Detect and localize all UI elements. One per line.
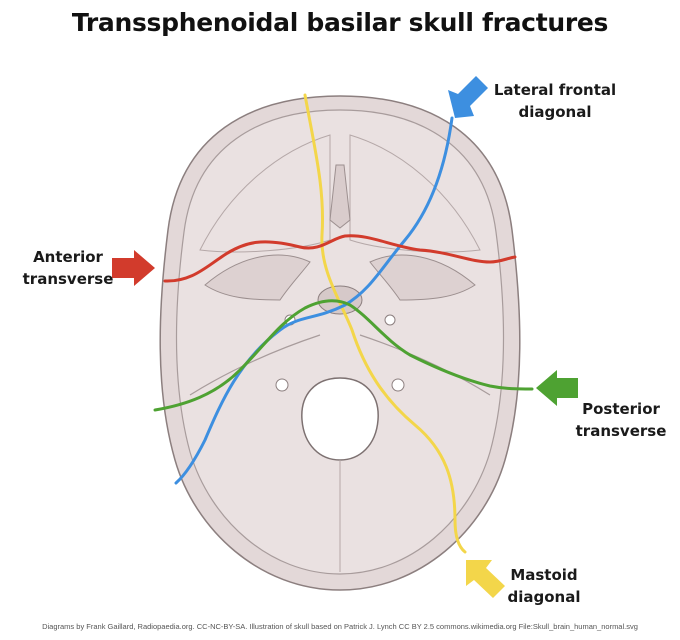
arrow-posterior-transverse [536,370,578,406]
fracture-line-lateral-frontal-diagonal [174,116,454,485]
petrous-ridge-right [359,334,491,396]
sphenoid-wing-right [369,254,476,301]
sphenoid-wing-left [204,254,311,301]
fracture-line-anterior-transverse [163,234,517,283]
label-anterior-transverse: Anterior transverse [10,246,126,290]
fracture-line-posterior-transverse [153,299,534,412]
label-mastoid-line1: Mastoid [510,566,578,584]
foramen-right-2 [391,378,405,392]
image-credit: Diagrams by Frank Gaillard, Radiopaedia.… [42,622,638,631]
foramen-magnum [301,377,379,461]
arrow-mastoid [466,560,505,598]
label-lateral-frontal: Lateral frontal diagonal [486,79,624,123]
crista-galli [329,164,351,229]
arrow-anterior-transverse [112,250,155,286]
diagram-title: Transsphenoidal basilar skull fractures [71,8,609,37]
label-anterior-line2: transverse [22,270,114,288]
arrow-lateral-frontal [448,76,488,118]
label-mastoid-line2: diagonal [507,588,581,606]
skull-inner-outline [175,109,505,575]
label-anterior-line1: Anterior [33,248,103,266]
foramen-right-1 [384,314,396,326]
label-posterior-line2: transverse [575,422,667,440]
petrous-ridge-left [189,334,321,396]
label-mastoid: Mastoid diagonal [494,564,594,608]
label-lateral-frontal-line1: Lateral frontal [493,81,617,99]
label-posterior-transverse: Posterior transverse [562,398,680,442]
foramen-left-2 [275,378,289,392]
fracture-line-mastoid-diagonal [303,93,467,554]
label-lateral-frontal-line2: diagonal [518,103,592,121]
anterior-fossa-left [199,134,331,253]
label-posterior-line1: Posterior [582,400,660,418]
